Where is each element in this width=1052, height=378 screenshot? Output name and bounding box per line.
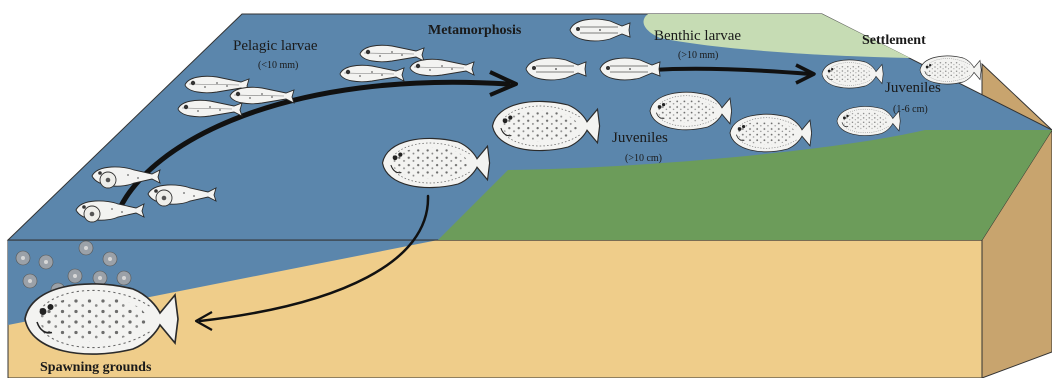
label-spawning-grounds: Spawning grounds (40, 360, 152, 375)
label-metamorphosis: Metamorphosis (428, 23, 522, 38)
label-benthic-larvae: Benthic larvae (654, 28, 741, 44)
label-pelagic-size: (<10 mm) (258, 60, 298, 71)
label-juveniles-small: Juveniles (885, 80, 941, 96)
label-juveniles-small-size: (1-6 cm) (893, 104, 928, 115)
label-pelagic-larvae: Pelagic larvae (233, 38, 318, 54)
label-settlement: Settlement (862, 33, 926, 48)
label-juveniles-large: Juveniles (612, 130, 668, 146)
label-benthic-size: (>10 mm) (678, 50, 718, 61)
label-juveniles-large-size: (>10 cm) (625, 153, 662, 164)
